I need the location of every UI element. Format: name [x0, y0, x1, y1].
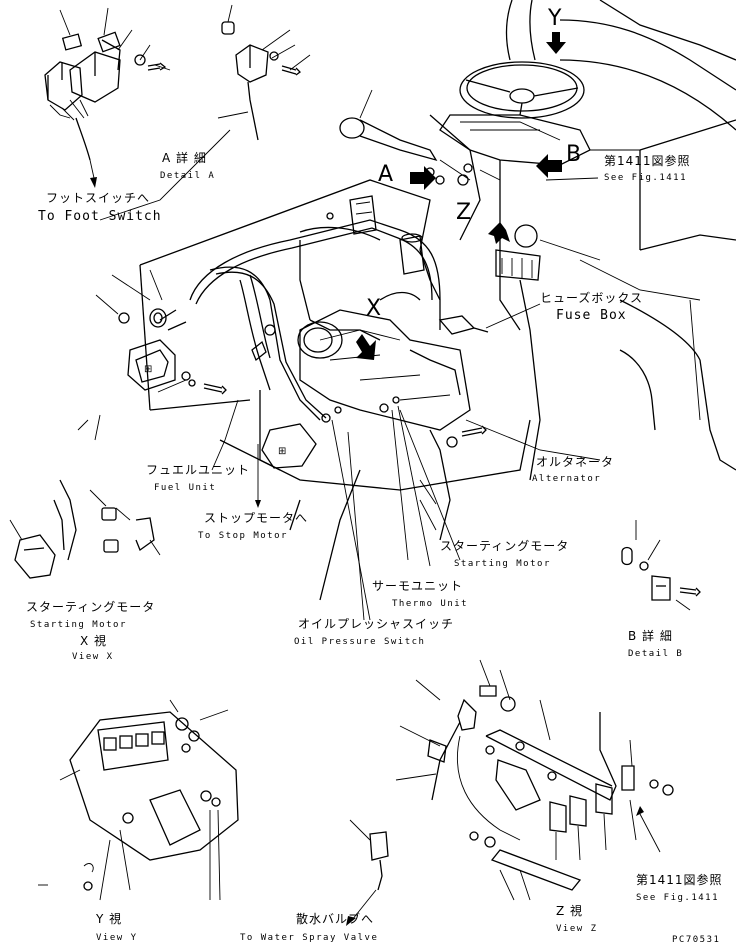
main-harness-drawing — [139, 167, 541, 601]
to-stop-motor-label-en: To Stop Motor — [198, 531, 288, 541]
steering-and-cab-drawing — [429, 0, 736, 481]
detail-a2-drawing — [217, 4, 311, 141]
starting-motor-label-jp: スターティングモータ — [440, 539, 570, 553]
leader-lines — [99, 129, 601, 621]
see-fig-top-label-jp: 第1411図参照 — [604, 154, 691, 168]
callout-a: A — [378, 162, 394, 187]
detail-b-label-jp: B 詳 細 — [628, 629, 673, 643]
detail-a-label-en: Detail A — [160, 171, 216, 181]
see-fig-top-label-en: See Fig.1411 — [604, 173, 688, 183]
left-components-drawing: ⊞ ⊞ — [77, 269, 317, 469]
fuel-unit-label-en: Fuel Unit — [154, 483, 217, 493]
callout-b: B — [566, 142, 582, 167]
view-x-label-jp: X 視 — [80, 634, 108, 648]
see-fig-bottom-label-en: See Fig.1411 — [636, 893, 720, 903]
detail-b-label-en: Detail B — [628, 649, 684, 659]
thermo-unit-label-jp: サーモユニット — [372, 579, 464, 593]
oil-pressure-label-jp: オイルプレッシャスイッチ — [298, 617, 455, 631]
alternator-bolt-drawing — [419, 425, 487, 531]
oil-pressure-label-en: Oil Pressure Switch — [294, 637, 426, 647]
view-z-drawing — [346, 659, 674, 926]
callout-arrows — [356, 32, 566, 360]
detail-b-drawing — [621, 520, 701, 611]
callout-x: X — [366, 296, 382, 321]
see-fig-bottom-label-jp: 第1411図参照 — [636, 873, 723, 887]
view-z-label-jp: Z 視 — [556, 904, 584, 918]
alternator-label-jp: オルタネータ — [536, 455, 615, 469]
detail-a-label-jp: A 詳 細 — [162, 151, 207, 165]
alternator-label-en: Alternator — [532, 474, 602, 484]
to-stop-motor-label-jp: ストップモータへ — [204, 511, 309, 525]
callout-z: Z — [456, 200, 472, 225]
lever-drawing — [339, 89, 473, 186]
thermo-unit-label-en: Thermo Unit — [392, 599, 469, 609]
fuse-box-label-jp: ヒューズボックス — [540, 291, 644, 305]
detail-a-drawing — [44, 7, 171, 188]
water-spray-label-jp: 散水バルブへ — [296, 912, 375, 926]
fuse-box-label-en: Fuse Box — [556, 308, 627, 323]
to-foot-switch-label-jp: フットスイッチへ — [46, 191, 151, 205]
callout-y: Y — [548, 6, 562, 31]
view-y-label-en: View Y — [96, 933, 138, 943]
svg-text:⊞: ⊞ — [144, 364, 152, 375]
view-x-drawing — [9, 479, 161, 579]
view-z-label-en: View Z — [556, 924, 598, 934]
drawing-code: PC70531 — [672, 935, 721, 945]
fuel-unit-label-jp: フュエルユニット — [146, 463, 251, 477]
to-foot-switch-label-en: To Foot Switch — [38, 209, 162, 224]
starting-motor-label-en: Starting Motor — [454, 559, 551, 569]
view-x-starting-label-jp: スターティングモータ — [26, 600, 156, 614]
view-x-starting-label-en: Starting Motor — [30, 620, 127, 630]
view-x-label-en: View X — [72, 652, 114, 662]
view-y-label-jp: Y 視 — [96, 912, 123, 926]
water-spray-label-en: To Water Spray Valve — [240, 933, 379, 943]
view-y-drawing — [38, 699, 239, 901]
svg-text:⊞: ⊞ — [278, 446, 286, 457]
